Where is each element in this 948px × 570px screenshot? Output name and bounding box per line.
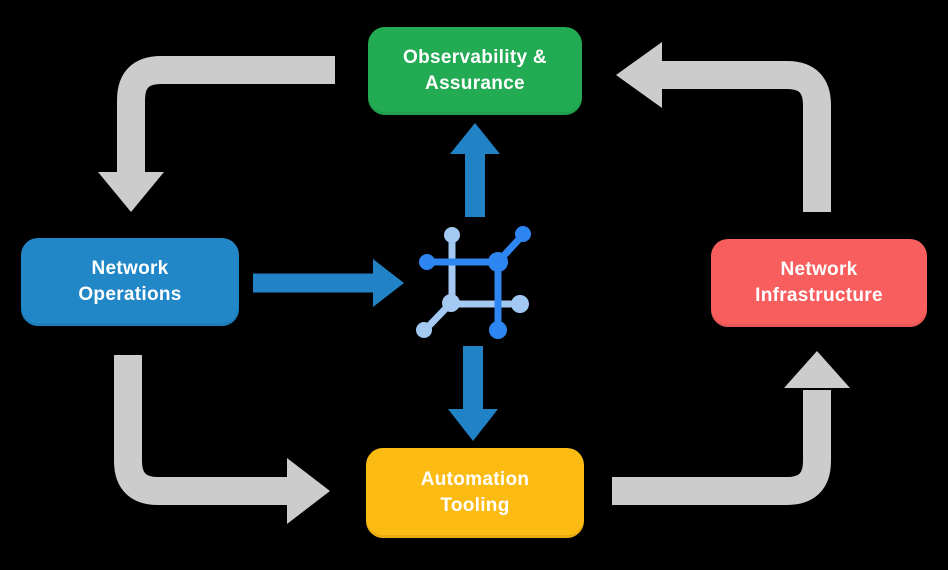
arrow-operations-to-automation: [114, 355, 330, 524]
arrow-automation-to-infrastructure: [612, 351, 850, 505]
icon-node-bottom-left: [416, 322, 432, 338]
icon-node-top-right: [515, 226, 531, 242]
arrow-operations-to-center: [253, 259, 404, 307]
icon-node-bottom-right: [489, 321, 507, 339]
arrow-shaft: [612, 390, 831, 505]
icon-corner-bottom-left: [442, 294, 460, 312]
icon-node-right: [511, 295, 529, 313]
arrow-head-right: [373, 259, 404, 307]
node-observability-assurance: Observability & Assurance: [368, 27, 582, 115]
arrow-observability-to-operations: [98, 56, 335, 212]
node-automation-tooling: Automation Tooling: [366, 448, 584, 538]
arrow-infrastructure-to-observability: [616, 42, 831, 212]
node-network-operations: Network Operations: [21, 238, 239, 326]
arrow-shaft: [117, 56, 335, 174]
arrow-head-left: [616, 42, 662, 108]
arrow-head-up: [784, 351, 850, 388]
icon-node-left: [419, 254, 435, 270]
arrow-head-right: [287, 458, 330, 524]
node-label-infrastructure: Network Infrastructure: [755, 259, 883, 306]
arrow-head-up: [450, 123, 500, 154]
arrow-head-down: [448, 409, 498, 441]
node-network-infrastructure: Network Infrastructure: [711, 239, 927, 327]
node-label-observability: Observability & Assurance: [403, 47, 547, 94]
arrow-center-to-observability: [450, 123, 500, 217]
arrow-center-to-automation: [448, 346, 498, 441]
arrow-shaft: [660, 61, 831, 212]
icon-corner-top-right: [488, 252, 508, 272]
arrow-head-down: [98, 172, 164, 212]
node-label-automation: Automation Tooling: [420, 469, 530, 516]
network-automation-icon: [416, 226, 531, 339]
icon-node-top: [444, 227, 460, 243]
node-label-operations: Network Operations: [78, 258, 182, 305]
arrow-shaft: [114, 355, 289, 505]
